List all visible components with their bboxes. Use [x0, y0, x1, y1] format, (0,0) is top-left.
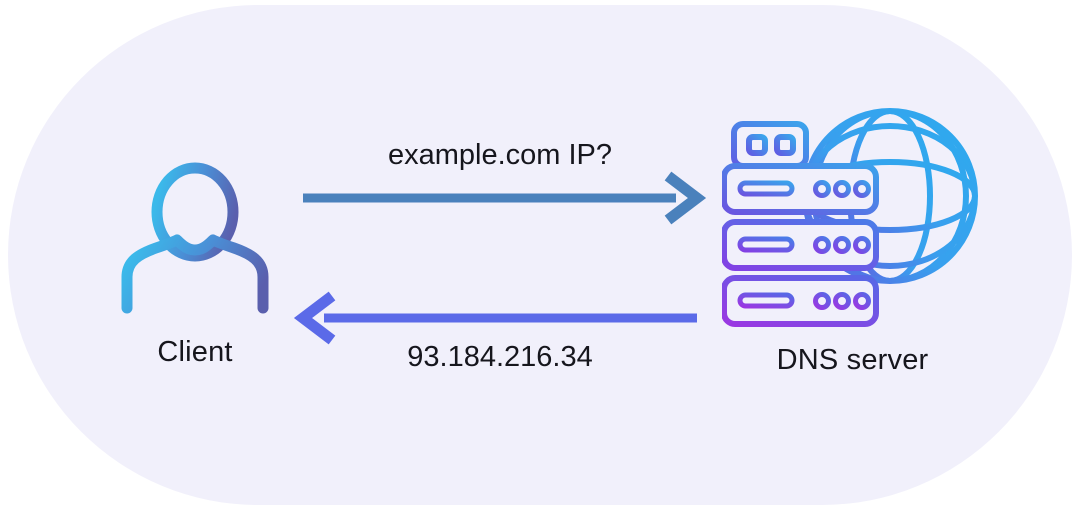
dns-server-label: DNS server [776, 344, 929, 376]
arrow-query [303, 171, 707, 225]
response-label: 93.184.216.34 [407, 341, 593, 373]
person-icon [121, 162, 269, 314]
server-rack-1 [721, 163, 879, 215]
node-client: Client [80, 160, 310, 369]
query-label: example.com IP? [387, 139, 613, 171]
server-rack-2 [721, 219, 879, 271]
node-dns-server: DNS server [715, 100, 990, 377]
arrow-response [293, 291, 697, 345]
client-label: Client [157, 336, 233, 368]
server-rack-3 [721, 275, 879, 327]
server-globe-icon [721, 108, 978, 327]
